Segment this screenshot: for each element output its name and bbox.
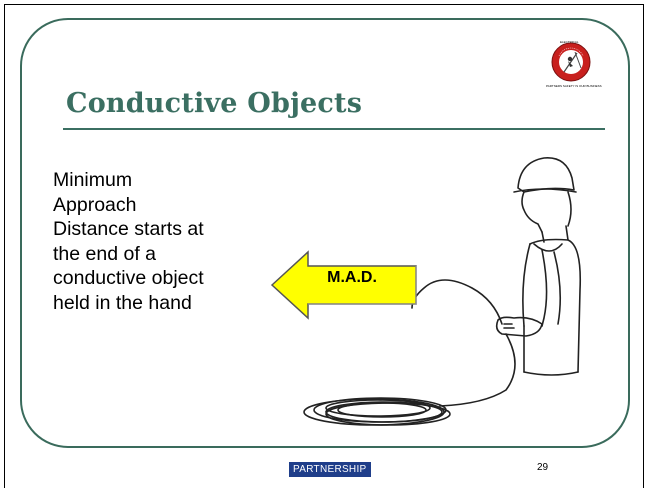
mad-arrow-label: M.A.D. xyxy=(327,269,377,286)
slide-frame xyxy=(20,18,630,448)
body-line: Distance starts at xyxy=(53,218,204,240)
seal-text-top: ELECTRICAL xyxy=(560,40,579,44)
mad-arrow xyxy=(270,250,417,320)
partnership-logo: PARTNERSHIP xyxy=(289,462,371,477)
body-line: conductive object xyxy=(53,267,204,289)
seal-text-bottom: PARTNERS SAFETY IS OUR BUSINESS xyxy=(546,84,602,88)
body-line: the end of a xyxy=(53,242,157,265)
slide-body-text: Minimum Approach Distance starts at the … xyxy=(53,168,253,315)
page-number: 29 xyxy=(537,462,549,473)
body-line: Approach xyxy=(53,193,137,216)
electrical-safety-seal-icon xyxy=(551,42,591,82)
title-underline xyxy=(63,128,605,130)
slide-title: Conductive Objects xyxy=(66,88,363,119)
page-border xyxy=(4,4,644,488)
body-line: held in the hand xyxy=(53,291,192,314)
body-line: Minimum xyxy=(53,169,133,191)
